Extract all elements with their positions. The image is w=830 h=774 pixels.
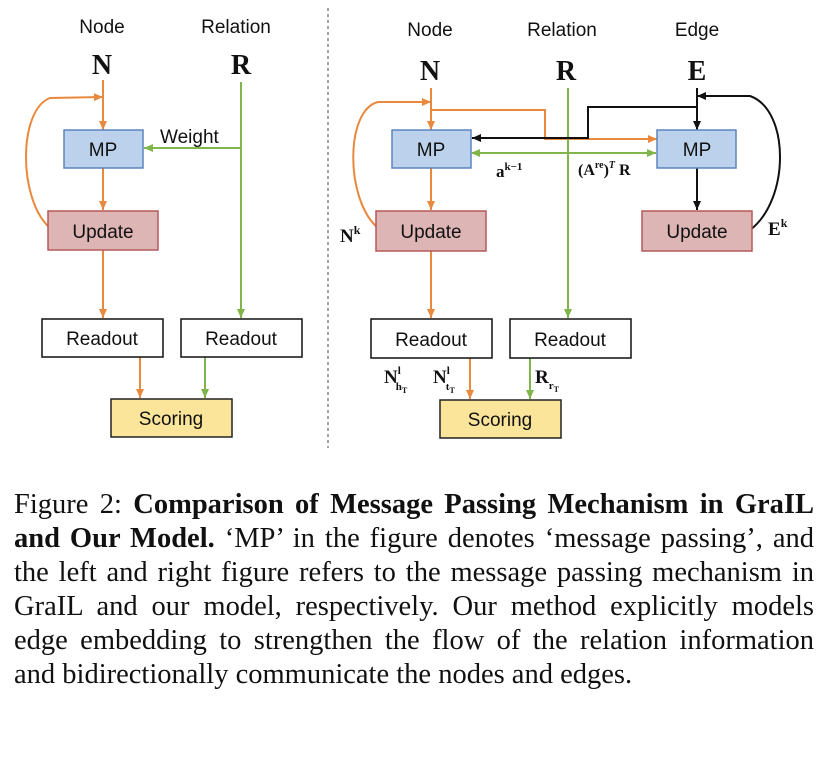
right-diagram: Node Relation Edge N R E MP xyxy=(340,20,788,439)
right-readout-relation-label: Readout xyxy=(534,330,607,351)
left-readout-node-box: Readout xyxy=(41,318,164,358)
left-mp-box: MP xyxy=(63,129,144,169)
right-arrow-edge-loop xyxy=(697,92,781,231)
left-relation-header: Relation xyxy=(201,17,271,38)
right-relation-header: Relation xyxy=(527,20,597,41)
right-update-node-box: Update xyxy=(375,210,487,252)
right-arrow-e-to-node-mp xyxy=(472,106,697,142)
right-scoring-label: Scoring xyxy=(468,410,532,431)
rr-label: RrT xyxy=(535,367,560,394)
right-readout-node-box: Readout xyxy=(370,318,493,359)
left-arrow-update-loop xyxy=(25,93,104,229)
attention-label: ak−1 xyxy=(496,161,522,181)
right-readout-relation-box: Readout xyxy=(509,318,632,359)
left-readout-relation-box: Readout xyxy=(180,318,303,358)
left-node-header: Node xyxy=(79,17,124,38)
caption-body: ‘MP’ in the figure denotes ‘message pass… xyxy=(14,523,814,690)
left-update-label: Update xyxy=(72,222,133,243)
left-readout-relation-label: Readout xyxy=(205,329,278,350)
right-update-edge-box: Update xyxy=(641,210,753,252)
right-update-edge-label: Update xyxy=(666,222,727,243)
left-diagram: Node Relation N R Weight MP Update Re xyxy=(25,17,303,438)
right-edge-header: Edge xyxy=(675,20,719,41)
caption-figure-label: Figure 2: xyxy=(14,489,134,520)
nk-label: Nk xyxy=(340,223,361,247)
right-arrow-update-loop xyxy=(352,98,431,229)
message-passing-diagram: Node Relation N R Weight MP Update Re xyxy=(25,8,788,448)
left-update-box: Update xyxy=(47,210,159,251)
left-scoring-label: Scoring xyxy=(139,409,203,430)
adjacency-label: (Are)T R xyxy=(578,160,631,179)
right-update-node-label: Update xyxy=(400,222,461,243)
figure-caption: Figure 2: Comparison of Message Passing … xyxy=(14,488,814,692)
right-mp-node-box: MP xyxy=(391,129,472,169)
left-weight-label: Weight xyxy=(160,127,220,148)
right-arrow-n-to-edge-mp xyxy=(431,109,657,143)
caption-title: Comparison of Message Passing Mechanism … xyxy=(14,489,815,554)
left-readout-node-label: Readout xyxy=(66,329,139,350)
left-mp-label: MP xyxy=(89,140,118,161)
right-scoring-box: Scoring xyxy=(439,399,562,439)
right-node-header: Node xyxy=(407,20,452,41)
right-mp-node-label: MP xyxy=(417,140,446,161)
right-readout-node-label: Readout xyxy=(395,330,468,351)
right-edge-symbol: E xyxy=(688,56,707,87)
left-scoring-box: Scoring xyxy=(110,398,233,438)
right-node-symbol: N xyxy=(420,56,440,87)
ek-label: Ek xyxy=(768,216,788,240)
right-mp-edge-label: MP xyxy=(683,140,712,161)
left-node-symbol: N xyxy=(92,50,112,81)
left-relation-symbol: R xyxy=(231,50,252,81)
right-mp-edge-box: MP xyxy=(656,129,737,169)
right-relation-symbol: R xyxy=(556,56,577,87)
